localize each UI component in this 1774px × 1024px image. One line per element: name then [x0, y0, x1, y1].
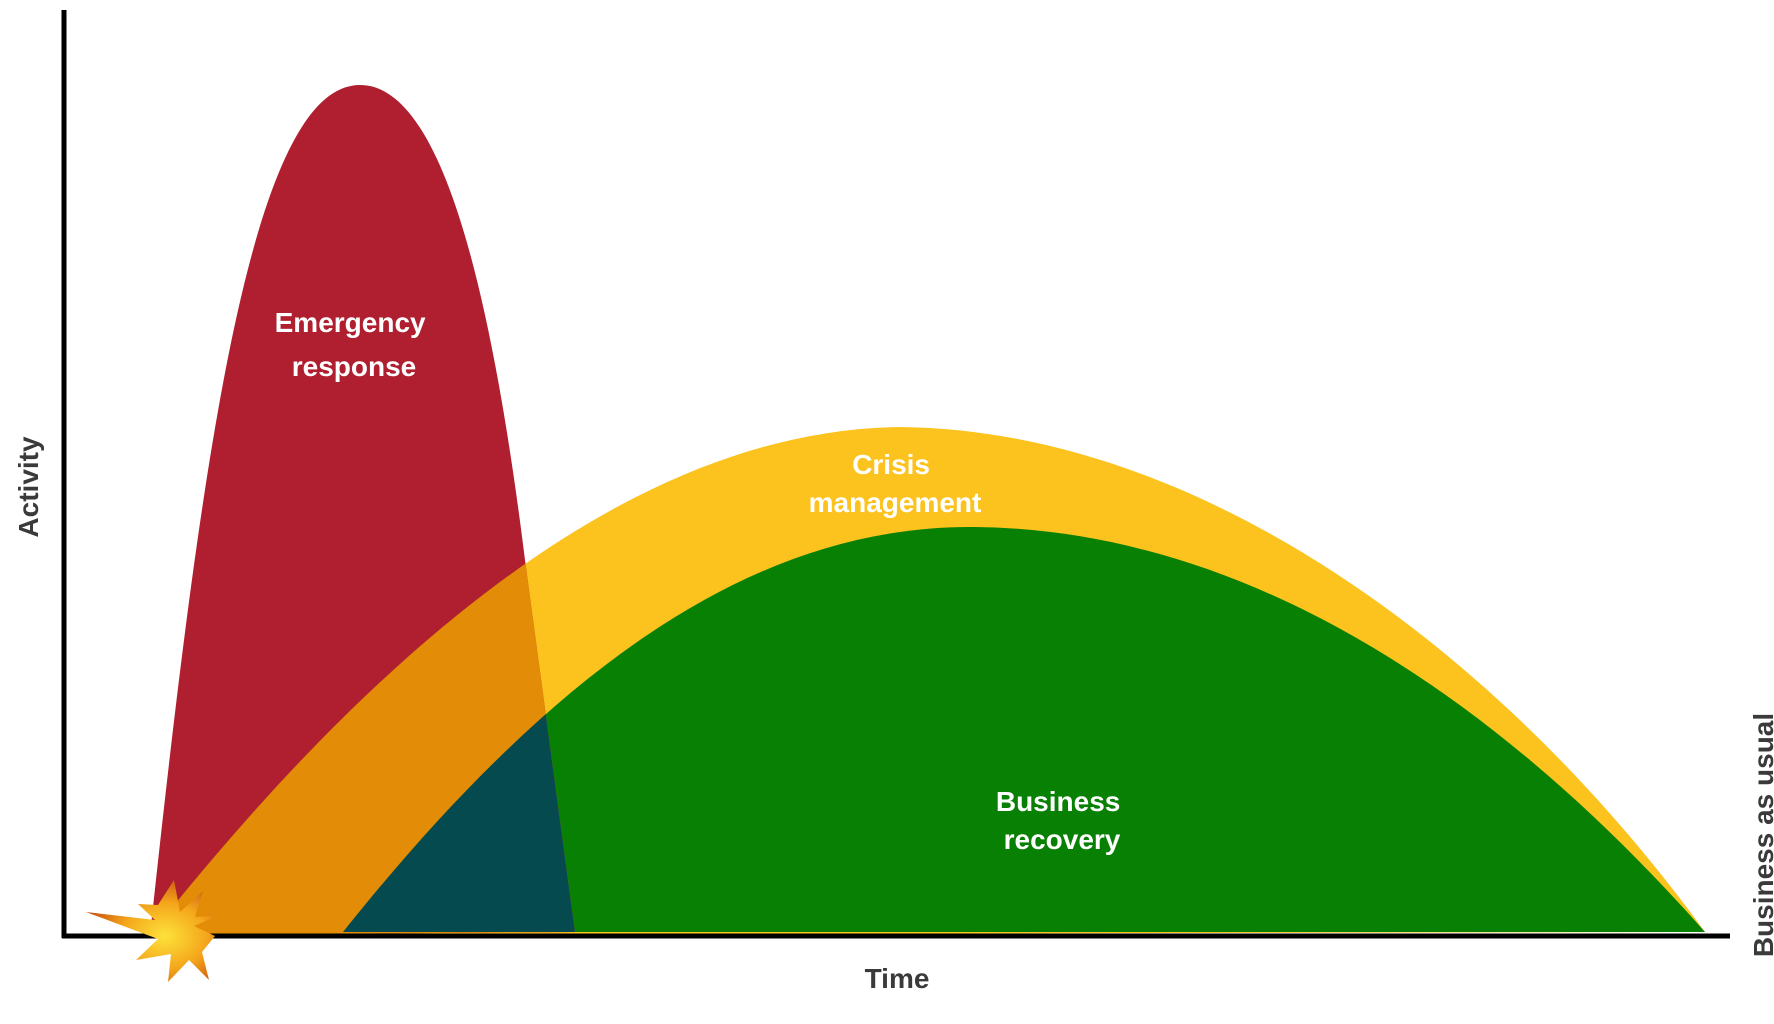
x-axis-label: Time: [865, 963, 930, 994]
recovery-label-line2: recovery: [1004, 824, 1121, 855]
explosion-icon: [86, 880, 217, 982]
crisis-management-label: Crisis management: [809, 449, 982, 518]
business-recovery-area: [343, 526, 1705, 932]
y-axis-label: Activity: [13, 436, 44, 538]
emergency-label-line2: response: [292, 351, 417, 382]
emergency-response-label: Emergency response: [275, 307, 434, 382]
recovery-label-line1: Business: [996, 786, 1121, 817]
business-as-usual-label: Business as usual: [1748, 713, 1774, 957]
emergency-label-line1: Emergency: [275, 307, 426, 338]
crisis-label-line1: Crisis: [852, 449, 930, 480]
business-recovery-label: Business recovery: [996, 786, 1128, 855]
crisis-label-line2: management: [809, 487, 982, 518]
